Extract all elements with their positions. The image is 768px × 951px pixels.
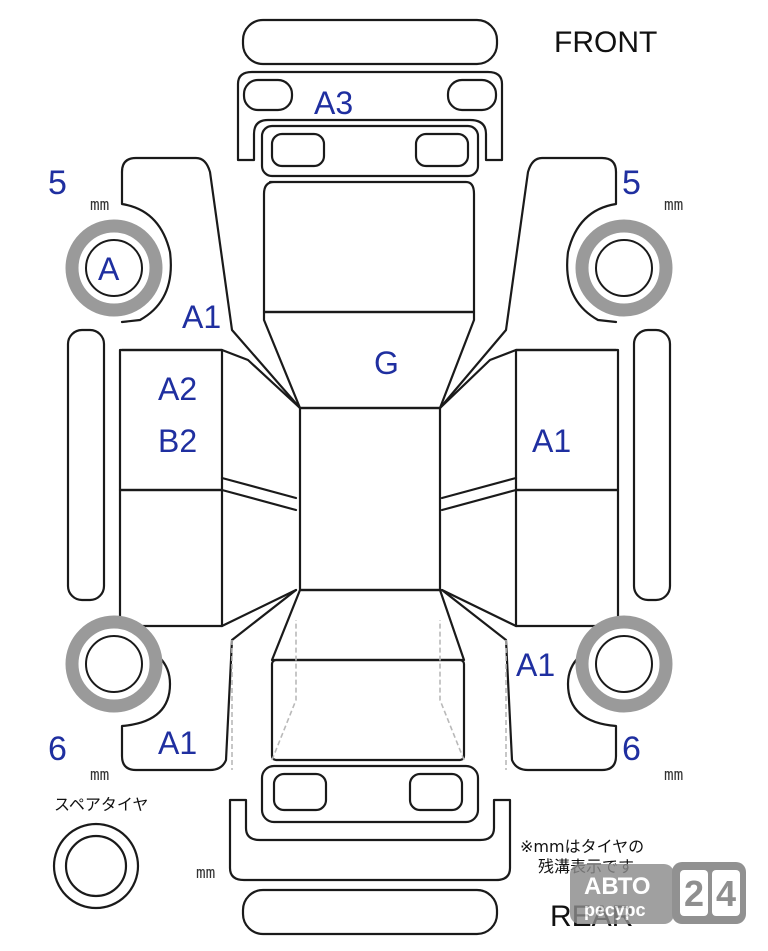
right-rocker xyxy=(632,328,672,602)
watermark-digit-2: 4 xyxy=(716,873,736,914)
tread-rear-left: 6 xyxy=(48,730,67,768)
front-left-lamp xyxy=(242,78,294,112)
watermark-brand-top: АВТО xyxy=(584,873,650,900)
code-front-left-fender: A1 xyxy=(182,299,221,335)
code-front-left-wheel: A xyxy=(98,251,120,287)
front-right-tire xyxy=(575,219,673,317)
watermark-logo: АВТО ресурс 2 4 xyxy=(570,862,746,924)
left-side xyxy=(66,156,302,772)
watermark-digit-1: 2 xyxy=(684,873,704,914)
front-right-lamp xyxy=(446,78,498,112)
unit-front-right: mm xyxy=(664,195,683,214)
front-left-tire xyxy=(65,219,163,317)
hood xyxy=(262,180,476,410)
watermark-brand-bottom: ресурс xyxy=(584,900,646,920)
spare-tire-label: スペアタイヤ xyxy=(54,795,148,814)
code-right-door: A1 xyxy=(532,423,571,459)
code-left-door-2: B2 xyxy=(158,423,197,459)
code-left-door-1: A2 xyxy=(158,371,197,407)
tread-note-line1: ※mmはタイヤの xyxy=(520,837,644,856)
rear-bumper xyxy=(228,764,512,936)
front-bumper xyxy=(236,18,504,178)
left-rocker xyxy=(66,328,106,602)
unit-rear-right: mm xyxy=(664,765,683,784)
trunk xyxy=(270,620,466,762)
code-hood: G xyxy=(374,345,399,381)
unit-spare: mm xyxy=(196,863,215,882)
rear-left-tire xyxy=(65,615,163,713)
front-label: FRONT xyxy=(554,26,657,59)
rear-right-tire xyxy=(575,615,673,713)
code-right-rear-quarter: A1 xyxy=(516,647,555,683)
spare-tire xyxy=(52,822,140,910)
roof xyxy=(270,406,466,662)
unit-rear-left: mm xyxy=(90,765,109,784)
code-front-bumper: A3 xyxy=(314,85,353,121)
tread-front-right: 5 xyxy=(622,164,641,202)
code-left-rear-quarter: A1 xyxy=(158,725,197,761)
tread-front-left: 5 xyxy=(48,164,67,202)
unit-front-left: mm xyxy=(90,195,109,214)
right-side xyxy=(438,156,672,772)
tread-rear-right: 6 xyxy=(622,730,641,768)
